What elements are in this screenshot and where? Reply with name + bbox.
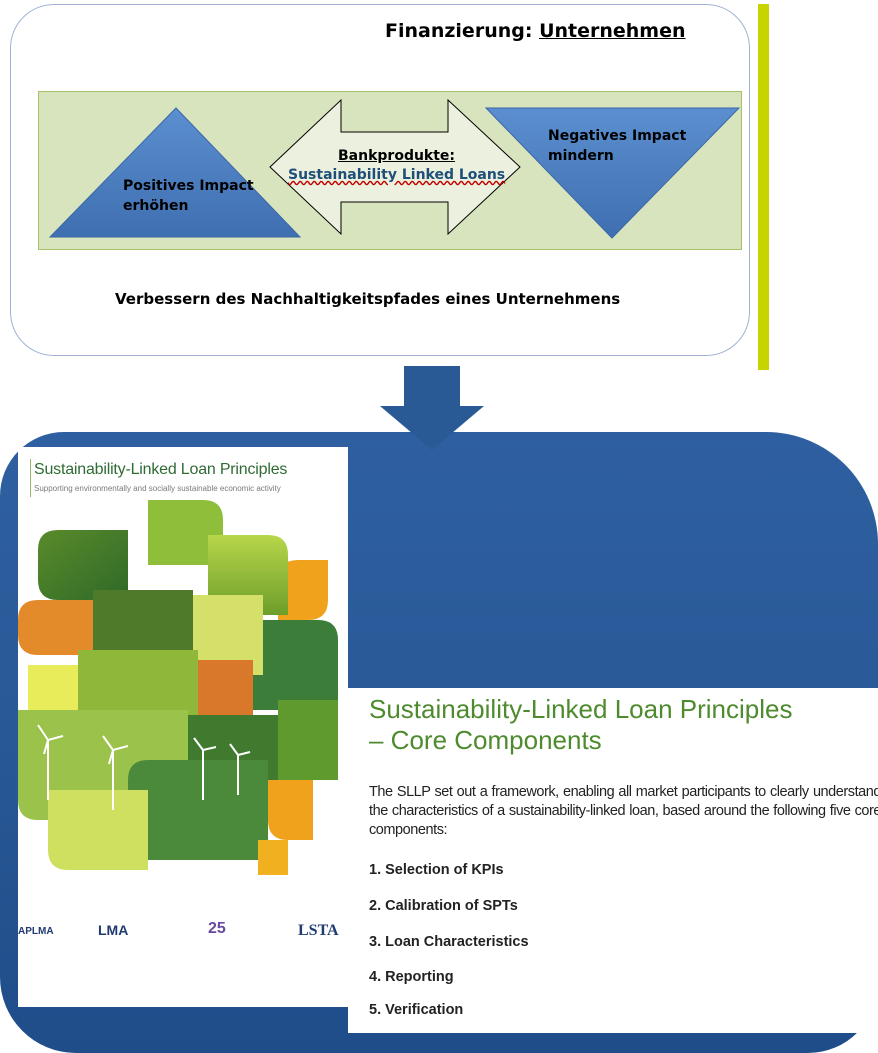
negative-triangle	[484, 107, 741, 239]
financing-title: Finanzierung: Unternehmen	[385, 20, 686, 42]
tile-dark-2	[278, 700, 338, 780]
tile-yellow-3	[48, 790, 148, 870]
tile-yellow-1	[193, 595, 263, 675]
component-item: 4. Reporting	[369, 969, 454, 985]
lsta-logo: LSTA	[298, 922, 339, 939]
tile-orange-1	[278, 560, 328, 620]
sll-product-label: Sustainability Linked Loans	[288, 167, 506, 183]
tile-orange-4	[268, 780, 313, 840]
tile-field-5	[128, 760, 268, 860]
negative-impact-label: Negatives Impact mindern	[548, 128, 687, 164]
core-components-panel	[348, 688, 878, 1033]
tile-yellow-2	[28, 665, 78, 720]
bank-products-label: Bankprodukte:	[338, 148, 456, 164]
sustainability-path-caption: Verbessern des Nachhaltigkeitspfades ein…	[115, 290, 621, 308]
impact-shapes	[48, 98, 741, 239]
tile-orange-5	[258, 840, 288, 875]
double-arrow	[269, 98, 521, 236]
accent-bar	[758, 4, 769, 370]
tile-road	[253, 620, 338, 710]
wind-turbines	[37, 724, 251, 810]
anniversary-logo: 25	[208, 920, 226, 937]
cover-divider	[30, 459, 31, 497]
component-item: 3. Loan Characteristics	[369, 934, 529, 950]
lma-logo: LMA	[98, 922, 129, 938]
cover-artwork	[18, 500, 338, 875]
positive-impact-label: Positives Impact erhöhen	[123, 178, 254, 214]
core-components-intro: The SLLP set out a framework, enabling a…	[369, 784, 878, 838]
cover-title: Sustainability-Linked Loan Principles	[34, 461, 288, 478]
core-components-heading: Sustainability-Linked Loan Principles – …	[369, 694, 793, 755]
down-arrow-icon	[380, 366, 484, 450]
tile-orange-2	[18, 600, 93, 655]
component-item: 5. Verification	[369, 1002, 464, 1018]
component-item: 1. Selection of KPIs	[369, 862, 504, 878]
positive-triangle	[48, 107, 302, 238]
aplma-logo: APLMA	[18, 926, 54, 937]
component-item: 2. Calibration of SPTs	[369, 898, 518, 914]
cover-subtitle: Supporting environmentally and socially …	[34, 484, 281, 493]
tile-field-1	[38, 530, 128, 600]
tile-orange-3	[198, 660, 253, 720]
partner-logos: APLMA LMA 25 LSTA	[18, 918, 348, 948]
tile-field-2	[148, 500, 223, 565]
